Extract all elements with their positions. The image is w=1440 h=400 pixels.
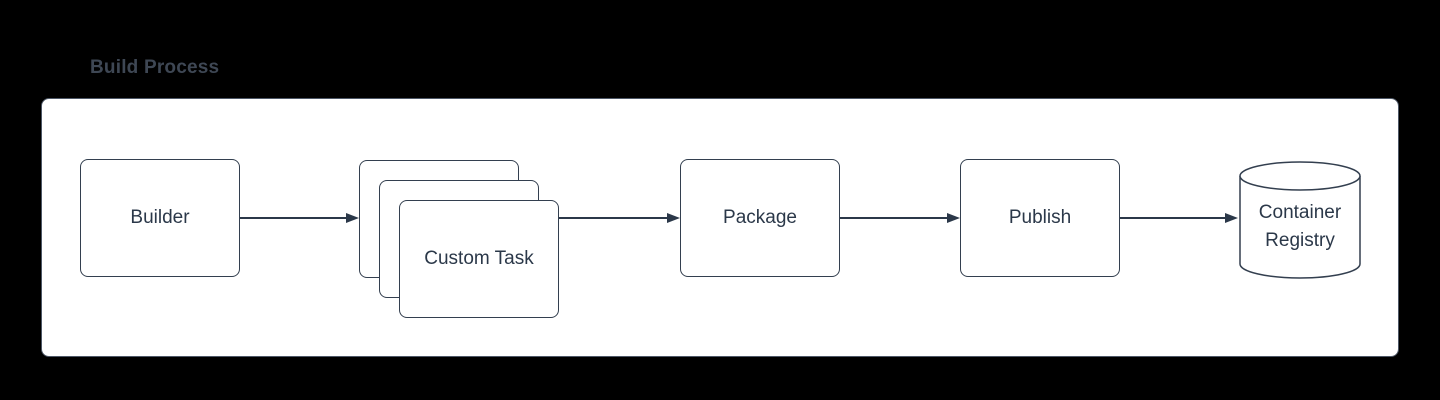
arrow-head-icon — [947, 213, 960, 223]
node-builder-label: Builder — [130, 207, 190, 228]
node-container-registry-label: Container Registry — [1258, 202, 1342, 251]
node-publish[interactable]: Publish — [960, 159, 1120, 277]
cylinder-shape-icon — [1239, 161, 1361, 279]
node-publish-label: Publish — [1008, 207, 1072, 228]
edge-package-to-publish — [840, 217, 948, 219]
node-builder[interactable]: Builder — [80, 159, 240, 277]
node-package-label: Package — [723, 207, 797, 228]
arrow-head-icon — [346, 213, 359, 223]
node-container-registry[interactable]: Container Registry — [1238, 160, 1362, 280]
edge-publish-to-container-registry — [1120, 217, 1226, 219]
arrow-head-icon — [1225, 213, 1238, 223]
diagram-title: Build Process — [90, 57, 220, 78]
node-custom-task-label: Custom Task — [424, 248, 534, 269]
edge-custom-task-to-package — [559, 217, 669, 219]
node-custom-task[interactable]: Custom Task — [399, 200, 559, 318]
arrow-head-icon — [667, 213, 680, 223]
edge-builder-to-custom-task — [240, 217, 348, 219]
node-package[interactable]: Package — [680, 159, 840, 277]
